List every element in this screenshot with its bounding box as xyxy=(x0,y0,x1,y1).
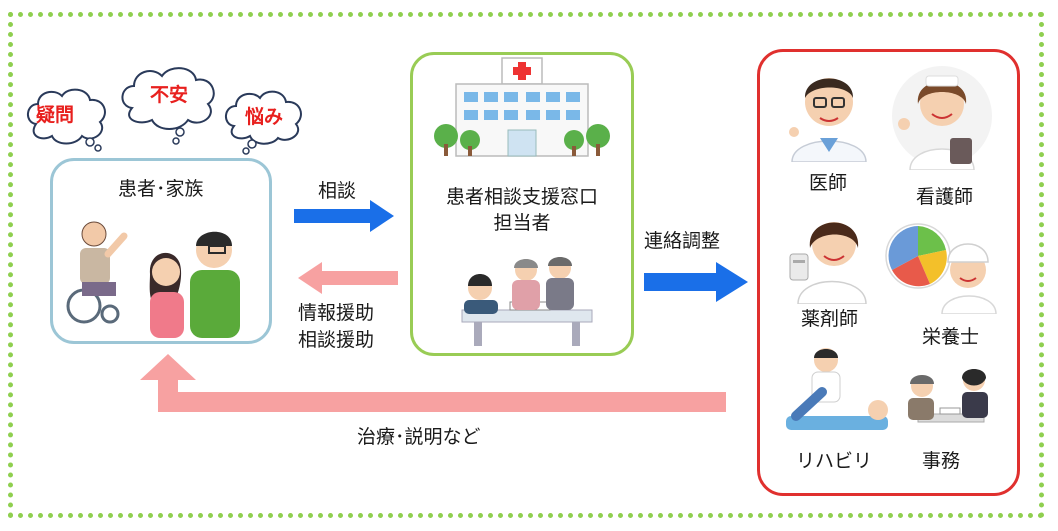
doctor-illustration xyxy=(784,62,874,162)
worry-label-question: 疑問 xyxy=(36,104,75,126)
patient-family-illustration xyxy=(62,210,262,338)
worry-cloud-question xyxy=(22,82,114,154)
consult-arrow xyxy=(294,200,394,232)
worry-label-trouble: 悩み xyxy=(245,106,284,128)
treatment-arrow xyxy=(140,354,726,412)
hospital-illustration xyxy=(432,56,612,160)
rehab-illustration xyxy=(782,344,892,440)
nurse-illustration xyxy=(884,60,994,170)
dietitian-illustration xyxy=(884,222,1000,314)
staff-label-nurse: 看護師 xyxy=(916,186,974,208)
office-illustration xyxy=(900,366,1000,438)
worry-cloud-anxiety xyxy=(118,62,224,146)
desk-title-line2: 担当者 xyxy=(493,212,551,234)
outer-dotted-frame xyxy=(8,12,1044,518)
patient-family-title: 患者･家族 xyxy=(118,178,204,200)
pharmacist-illustration xyxy=(784,208,874,304)
support-arrow xyxy=(298,262,398,294)
coordinate-label: 連絡調整 xyxy=(644,230,721,252)
treatment-label: 治療･説明など xyxy=(357,426,481,448)
staff-label-office: 事務 xyxy=(922,450,961,472)
worry-cloud-trouble xyxy=(222,86,308,156)
staff-label-doctor: 医師 xyxy=(809,172,848,194)
staff-label-pharmacist: 薬剤師 xyxy=(801,308,859,330)
staff-label-rehab: リハビリ xyxy=(796,450,873,472)
desk-title-line1: 患者相談支援窓口 xyxy=(445,186,598,208)
consult-label: 相談 xyxy=(318,180,357,202)
counselor-illustration xyxy=(452,252,602,348)
coordinate-arrow xyxy=(644,262,748,302)
worry-label-anxiety: 不安 xyxy=(150,84,189,106)
support-label-1: 情報援助 xyxy=(298,302,375,324)
staff-label-dietitian: 栄養士 xyxy=(922,326,980,348)
support-label-2: 相談援助 xyxy=(298,329,375,351)
